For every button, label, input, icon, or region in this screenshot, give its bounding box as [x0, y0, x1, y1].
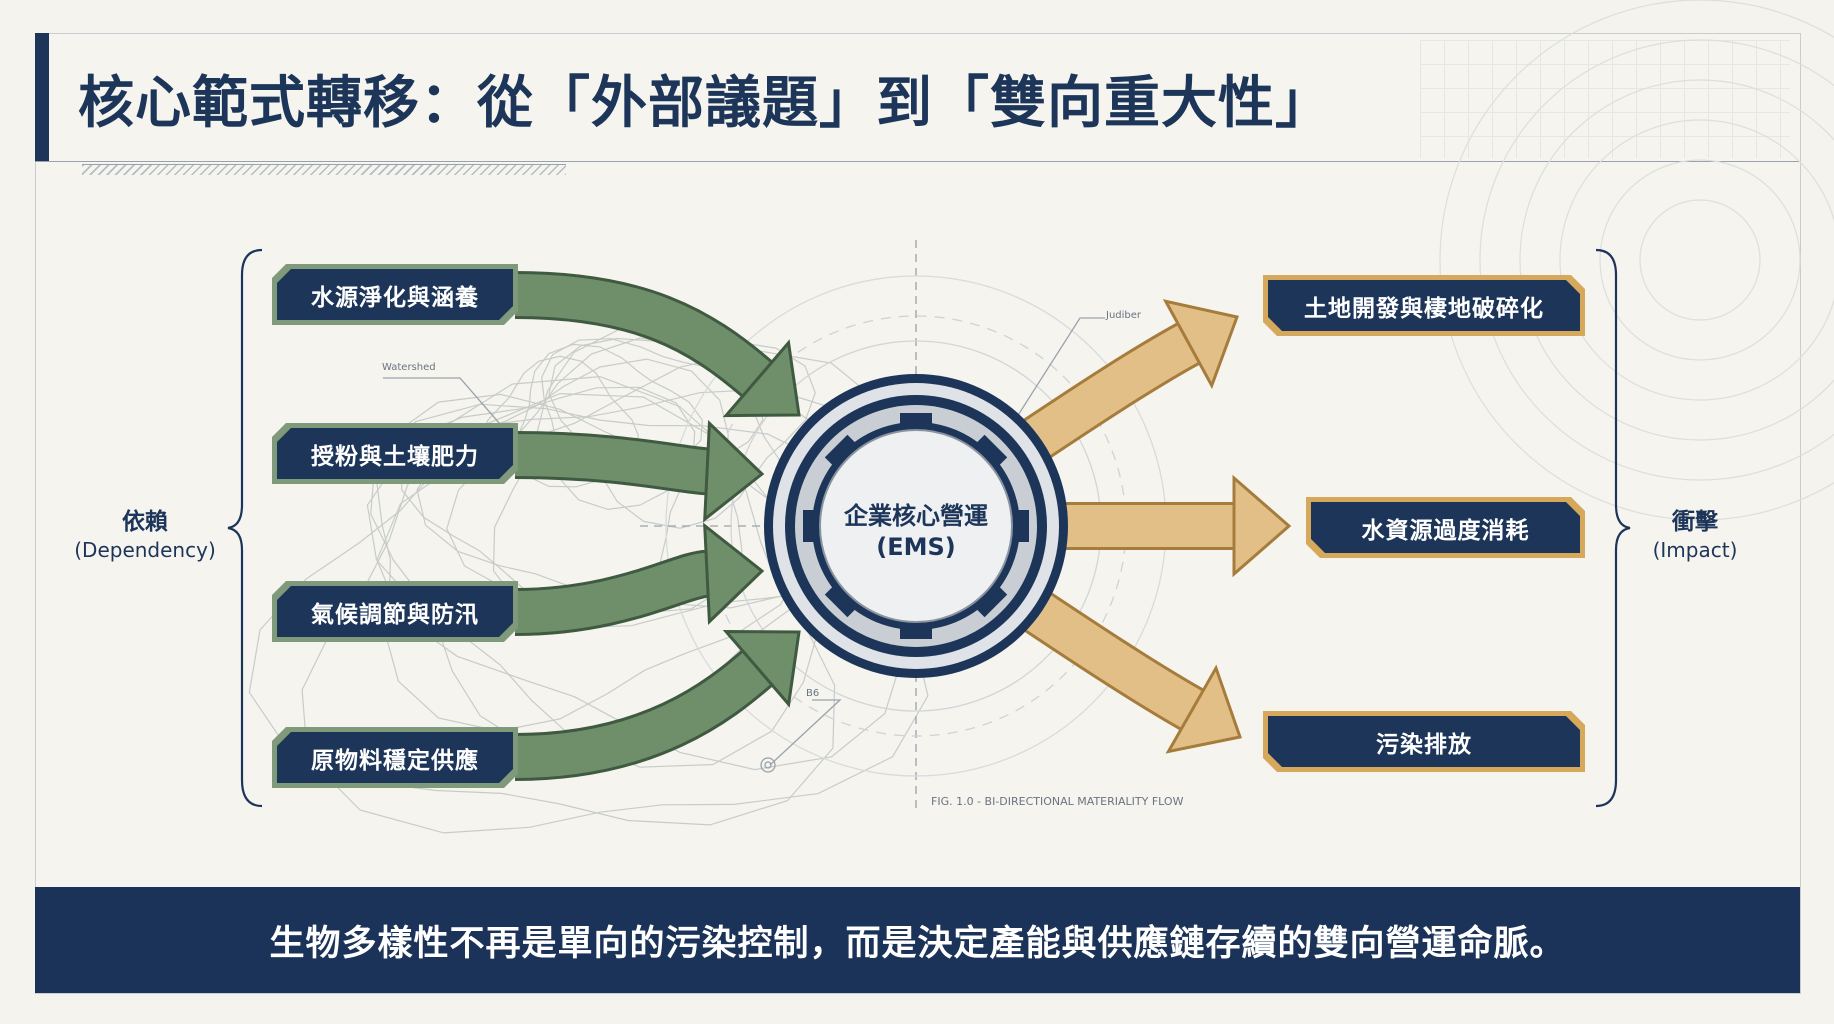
- dependency-arrow-head: [703, 420, 765, 523]
- right-brace: [1595, 248, 1631, 808]
- ems-label-en: (EMS): [876, 533, 956, 561]
- dependency-item-label: 氣候調節與防汛: [311, 601, 479, 628]
- impact-group-label: 衝擊 (Impact): [1620, 502, 1770, 562]
- braces: [227, 248, 1631, 808]
- impact-item: 污染排放: [1263, 711, 1585, 772]
- contour-line: [1639, 199, 1761, 321]
- impact-item-label: 土地開發與棲地破碎化: [1304, 295, 1544, 322]
- dependency-label: 依賴: [122, 509, 168, 535]
- title-accent-bar: [35, 33, 49, 161]
- impact-label: 衝擊: [1672, 509, 1718, 535]
- impact-arrow-shaft: [1008, 324, 1199, 468]
- dependency-item-label: 授粉與土壤肥力: [311, 443, 479, 470]
- b6-leader: [769, 699, 842, 766]
- title-hatch-decoration: [82, 164, 566, 175]
- impact-arrow: [1060, 474, 1292, 578]
- impact-arrow: [1006, 580, 1242, 754]
- impact-item: 土地開發與棲地破碎化: [1263, 275, 1585, 336]
- dependency-arrow-shaft: [514, 651, 772, 778]
- dependency-arrow: [514, 522, 765, 636]
- judiber-leader: [1014, 317, 1105, 421]
- b6-target-icon: [760, 757, 776, 773]
- ems-core-emblem: [764, 374, 1068, 678]
- left-brace: [227, 248, 263, 808]
- contour-line: [1559, 119, 1834, 401]
- footer-text: 生物多樣性不再是單向的污染控制，而是決定產能與供應鏈存續的雙向營運命脈。: [269, 923, 1566, 964]
- dependency-item: 授粉與土壤肥力: [272, 423, 518, 484]
- dependency-item: 原物料穩定供應: [272, 727, 518, 788]
- ems-label: 企業核心營運: [844, 502, 988, 530]
- dependency-arrow-shaft: [514, 434, 709, 493]
- dependency-arrow: [514, 420, 765, 523]
- contour-line: [1439, 0, 1834, 521]
- impact-label-en: (Impact): [1652, 538, 1738, 562]
- dependency-arrow-shaft: [514, 552, 710, 633]
- impact-arrow: [1006, 299, 1240, 470]
- impact-arrow-shaft: [1008, 582, 1203, 729]
- dependency-arrow-head: [722, 339, 801, 418]
- impact-arrow-head: [1162, 299, 1240, 390]
- dependency-label-en: (Dependency): [74, 538, 216, 562]
- impact-arrow-head: [1232, 474, 1292, 578]
- dependency-item: 氣候調節與防汛: [272, 581, 518, 642]
- grid-decoration: [1420, 40, 1790, 158]
- impact-item-label: 水資源過度消耗: [1361, 517, 1530, 544]
- b6-target-center: [764, 761, 772, 769]
- title-bar: [35, 33, 1799, 162]
- impact-item-label: 污染排放: [1376, 731, 1472, 758]
- figure-caption: FIG. 1.0 - BI-DIRECTIONAL MATERIALITY FL…: [931, 795, 1184, 808]
- ems-center-label: 企業核心營運 (EMS): [796, 496, 1036, 561]
- watershed-annotation: Watershed: [382, 362, 436, 373]
- dependency-arrow: [514, 629, 801, 781]
- b6-annotation: B6: [806, 688, 820, 699]
- dependency-item-label: 原物料穩定供應: [311, 747, 479, 774]
- contour-line: [1599, 159, 1801, 361]
- impact-item: 水資源過度消耗: [1306, 497, 1585, 558]
- page-title: 核心範式轉移：從「外部議題」到「雙向重大性」: [78, 71, 1332, 136]
- dependency-arrow-shaft: [514, 274, 771, 396]
- dependency-arrow: [514, 271, 801, 418]
- contour-line: [1479, 39, 1834, 481]
- footer-banner: 生物多樣性不再是單向的污染控制，而是決定產能與供應鏈存續的雙向營運命脈。: [35, 887, 1800, 993]
- dependency-item: 水源淨化與涵養: [272, 264, 518, 325]
- contour-line: [1519, 79, 1834, 441]
- dependency-arrow-head: [703, 522, 765, 625]
- dependency-group-label: 依賴 (Dependency): [60, 502, 230, 562]
- ems-inner-disc: [819, 429, 1013, 623]
- impact-arrow-head: [1165, 664, 1242, 754]
- dependency-item-label: 水源淨化與涵養: [311, 284, 479, 311]
- contour-line: [416, 358, 743, 614]
- dependency-arrow-head: [722, 629, 801, 708]
- judiber-annotation: Judiber: [1106, 310, 1142, 321]
- contour-line: [376, 349, 904, 771]
